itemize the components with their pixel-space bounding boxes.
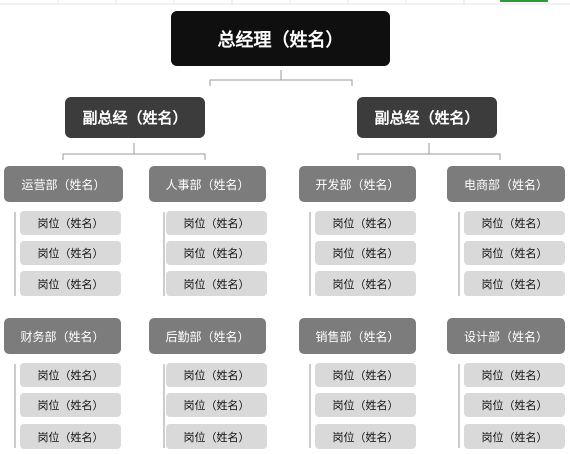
post-box: 岗位（姓名） bbox=[464, 424, 565, 449]
post-box: 岗位（姓名） bbox=[315, 393, 416, 417]
post-box: 岗位（姓名） bbox=[464, 271, 565, 296]
post-box: 岗位（姓名） bbox=[166, 271, 267, 296]
vp-box-right: 副总经（姓名） bbox=[357, 97, 497, 138]
post-label: 岗位（姓名） bbox=[183, 217, 250, 230]
post-label: 岗位（姓名） bbox=[481, 399, 548, 412]
post-box: 岗位（姓名） bbox=[166, 241, 267, 265]
post-label: 岗位（姓名） bbox=[37, 430, 104, 444]
post-box: 岗位（姓名） bbox=[464, 393, 565, 417]
post-label: 岗位（姓名） bbox=[183, 277, 250, 291]
department-label: 后勤部（姓名） bbox=[165, 329, 250, 344]
post-label: 岗位（姓名） bbox=[481, 247, 548, 260]
post-box: 岗位（姓名） bbox=[166, 424, 267, 449]
department-box: 人事部（姓名） bbox=[149, 166, 266, 202]
post-label: 岗位（姓名） bbox=[37, 399, 104, 412]
post-label: 岗位（姓名） bbox=[37, 247, 104, 260]
post-label: 岗位（姓名） bbox=[183, 430, 250, 444]
department-label: 设计部（姓名） bbox=[463, 329, 548, 344]
department-box: 电商部（姓名） bbox=[447, 166, 565, 202]
post-box: 岗位（姓名） bbox=[315, 271, 416, 296]
post-label: 岗位（姓名） bbox=[332, 399, 399, 412]
post-box: 岗位（姓名） bbox=[464, 363, 565, 387]
post-box: 岗位（姓名） bbox=[166, 393, 267, 417]
post-box: 岗位（姓名） bbox=[166, 363, 267, 387]
department-label: 人事部（姓名） bbox=[165, 177, 250, 192]
department-box: 开发部（姓名） bbox=[299, 166, 416, 202]
post-box: 岗位（姓名） bbox=[315, 363, 416, 387]
vp-box-left: 副总经（姓名） bbox=[65, 97, 205, 138]
department-label: 财务部（姓名） bbox=[20, 329, 105, 344]
post-box: 岗位（姓名） bbox=[20, 271, 121, 296]
post-label: 岗位（姓名） bbox=[481, 430, 548, 444]
post-box: 岗位（姓名） bbox=[166, 211, 267, 235]
post-label: 岗位（姓名） bbox=[481, 217, 548, 230]
post-label: 岗位（姓名） bbox=[183, 247, 250, 260]
department-box: 运营部（姓名） bbox=[4, 166, 123, 202]
post-box: 岗位（姓名） bbox=[20, 393, 121, 417]
post-label: 岗位（姓名） bbox=[37, 217, 104, 230]
post-label: 岗位（姓名） bbox=[332, 430, 399, 444]
post-box: 岗位（姓名） bbox=[464, 211, 565, 235]
department-label: 销售部（姓名） bbox=[315, 329, 400, 344]
department-box: 后勤部（姓名） bbox=[149, 318, 266, 354]
post-label: 岗位（姓名） bbox=[481, 369, 548, 382]
post-label: 岗位（姓名） bbox=[332, 369, 399, 382]
post-label: 岗位（姓名） bbox=[332, 217, 399, 230]
post-label: 岗位（姓名） bbox=[37, 369, 104, 382]
ceo-box: 总经理（姓名） bbox=[171, 11, 390, 66]
post-box: 岗位（姓名） bbox=[315, 211, 416, 235]
post-label: 岗位（姓名） bbox=[481, 277, 548, 291]
department-label: 运营部（姓名） bbox=[21, 177, 106, 192]
vp-label: 副总经（姓名） bbox=[374, 109, 480, 127]
post-label: 岗位（姓名） bbox=[183, 399, 250, 412]
post-box: 岗位（姓名） bbox=[315, 241, 416, 265]
department-box: 设计部（姓名） bbox=[447, 318, 565, 354]
post-box: 岗位（姓名） bbox=[20, 211, 121, 235]
post-box: 岗位（姓名） bbox=[315, 424, 416, 449]
post-label: 岗位（姓名） bbox=[37, 277, 104, 291]
post-box: 岗位（姓名） bbox=[20, 241, 121, 265]
post-label: 岗位（姓名） bbox=[183, 369, 250, 382]
ceo-label: 总经理（姓名） bbox=[217, 29, 344, 51]
post-box: 岗位（姓名） bbox=[20, 424, 121, 449]
post-box: 岗位（姓名） bbox=[20, 363, 121, 387]
post-box: 岗位（姓名） bbox=[464, 241, 565, 265]
post-label: 岗位（姓名） bbox=[332, 277, 399, 291]
department-box: 财务部（姓名） bbox=[4, 318, 121, 354]
department-box: 销售部（姓名） bbox=[299, 318, 416, 354]
department-label: 开发部（姓名） bbox=[315, 177, 400, 192]
post-label: 岗位（姓名） bbox=[332, 247, 399, 260]
department-label: 电商部（姓名） bbox=[463, 177, 548, 192]
vp-label: 副总经（姓名） bbox=[82, 109, 188, 127]
